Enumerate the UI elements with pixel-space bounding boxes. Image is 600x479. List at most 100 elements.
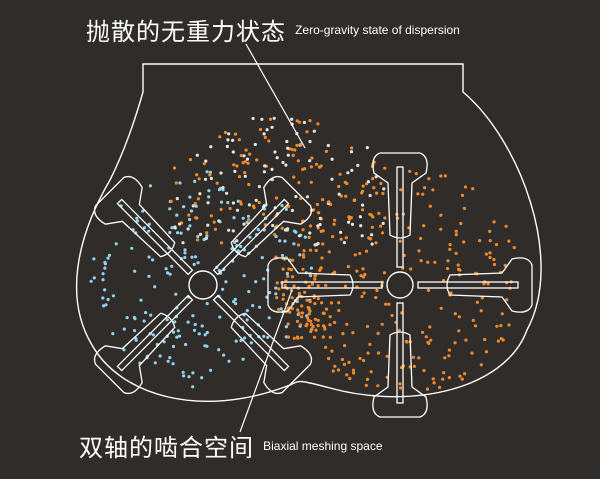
particle-cloud	[262, 132, 266, 136]
particle-right	[360, 294, 364, 299]
particle-right	[421, 192, 425, 196]
particle-cloud	[181, 241, 185, 245]
particle-right	[346, 265, 350, 269]
particle-cloud	[247, 182, 251, 187]
particle-mesh	[281, 293, 286, 297]
particle-left	[170, 264, 174, 268]
particle-right	[340, 357, 344, 362]
particle-left	[194, 255, 198, 259]
particle-cloud	[196, 197, 200, 201]
particle-right	[482, 282, 486, 286]
particle-cloud	[302, 120, 306, 125]
particle-left	[274, 292, 278, 296]
particle-cloud	[297, 181, 301, 185]
particle-cloud	[296, 243, 301, 247]
particle-right	[471, 318, 475, 322]
particle-mesh	[290, 296, 294, 300]
particle-cloud	[212, 220, 216, 224]
particle-right	[324, 345, 328, 349]
particle-left	[280, 204, 284, 208]
particle-cloud	[265, 128, 269, 132]
particle-mesh	[307, 306, 311, 310]
particle-right	[345, 373, 349, 377]
particle-left	[279, 307, 283, 311]
particle-left	[178, 334, 182, 338]
particle-right	[345, 322, 349, 326]
particle-left	[188, 195, 192, 199]
particle-mesh	[316, 318, 320, 322]
particle-cloud	[369, 213, 373, 217]
particle-right	[494, 243, 499, 247]
particle-right	[479, 309, 483, 313]
particle-right	[443, 356, 447, 360]
particle-right	[331, 369, 335, 373]
particle-mesh	[313, 317, 317, 321]
particle-cloud	[202, 162, 206, 166]
particle-right	[362, 358, 366, 363]
particle-right	[315, 202, 319, 207]
particle-cloud	[237, 175, 242, 179]
particle-left	[175, 213, 179, 217]
particle-cloud	[257, 200, 261, 205]
particle-mesh	[313, 302, 317, 306]
particle-cloud	[370, 225, 374, 229]
particle-left	[219, 200, 224, 204]
particle-cloud	[368, 237, 373, 241]
particle-left	[217, 188, 221, 192]
particle-mesh	[292, 284, 296, 288]
particle-left	[205, 302, 209, 306]
particle-right	[431, 188, 435, 192]
particle-left	[106, 297, 110, 302]
particle-mesh	[295, 319, 300, 323]
particle-mesh	[308, 309, 312, 313]
particle-cloud	[383, 216, 387, 220]
particle-right	[382, 271, 387, 275]
particle-right	[351, 331, 355, 335]
particle-right	[422, 224, 426, 228]
particle-right	[483, 337, 487, 342]
particle-cloud	[246, 161, 250, 165]
particle-left	[151, 333, 155, 337]
particle-left	[218, 315, 222, 319]
particle-left	[147, 274, 151, 278]
particle-left	[266, 335, 270, 339]
particle-left	[158, 354, 162, 358]
particle-cloud	[319, 164, 323, 168]
particle-cloud	[270, 125, 274, 129]
particle-cloud	[239, 202, 243, 206]
particle-left	[200, 376, 204, 380]
particle-right	[358, 356, 362, 361]
particle-mesh	[275, 281, 279, 285]
particle-cloud	[198, 232, 203, 236]
particle-left	[122, 327, 126, 331]
particle-right	[353, 253, 357, 257]
particle-cloud	[219, 207, 223, 211]
top-leader-line	[245, 43, 306, 149]
particle-left	[164, 267, 168, 271]
particle-mesh	[292, 336, 296, 340]
particle-cloud	[235, 208, 240, 212]
particle-left	[284, 325, 288, 329]
particle-cloud	[310, 156, 314, 160]
particle-right	[460, 377, 464, 381]
particle-right	[348, 376, 352, 381]
particle-cloud	[368, 193, 372, 198]
particle-right	[458, 268, 462, 272]
particle-left	[246, 214, 251, 218]
particle-cloud	[203, 177, 208, 181]
particle-left	[178, 181, 182, 185]
particle-cloud	[261, 212, 266, 216]
particle-cloud	[188, 158, 193, 162]
particle-left	[175, 335, 179, 339]
particle-cloud	[284, 163, 288, 167]
particle-right	[439, 306, 443, 310]
particle-cloud	[337, 192, 341, 196]
particle-mesh	[281, 297, 285, 301]
particle-cloud	[286, 153, 290, 157]
particle-right	[424, 335, 428, 339]
particle-left	[222, 353, 226, 357]
particle-left	[133, 329, 137, 333]
particle-right	[442, 371, 446, 375]
particle-cloud	[370, 233, 374, 237]
